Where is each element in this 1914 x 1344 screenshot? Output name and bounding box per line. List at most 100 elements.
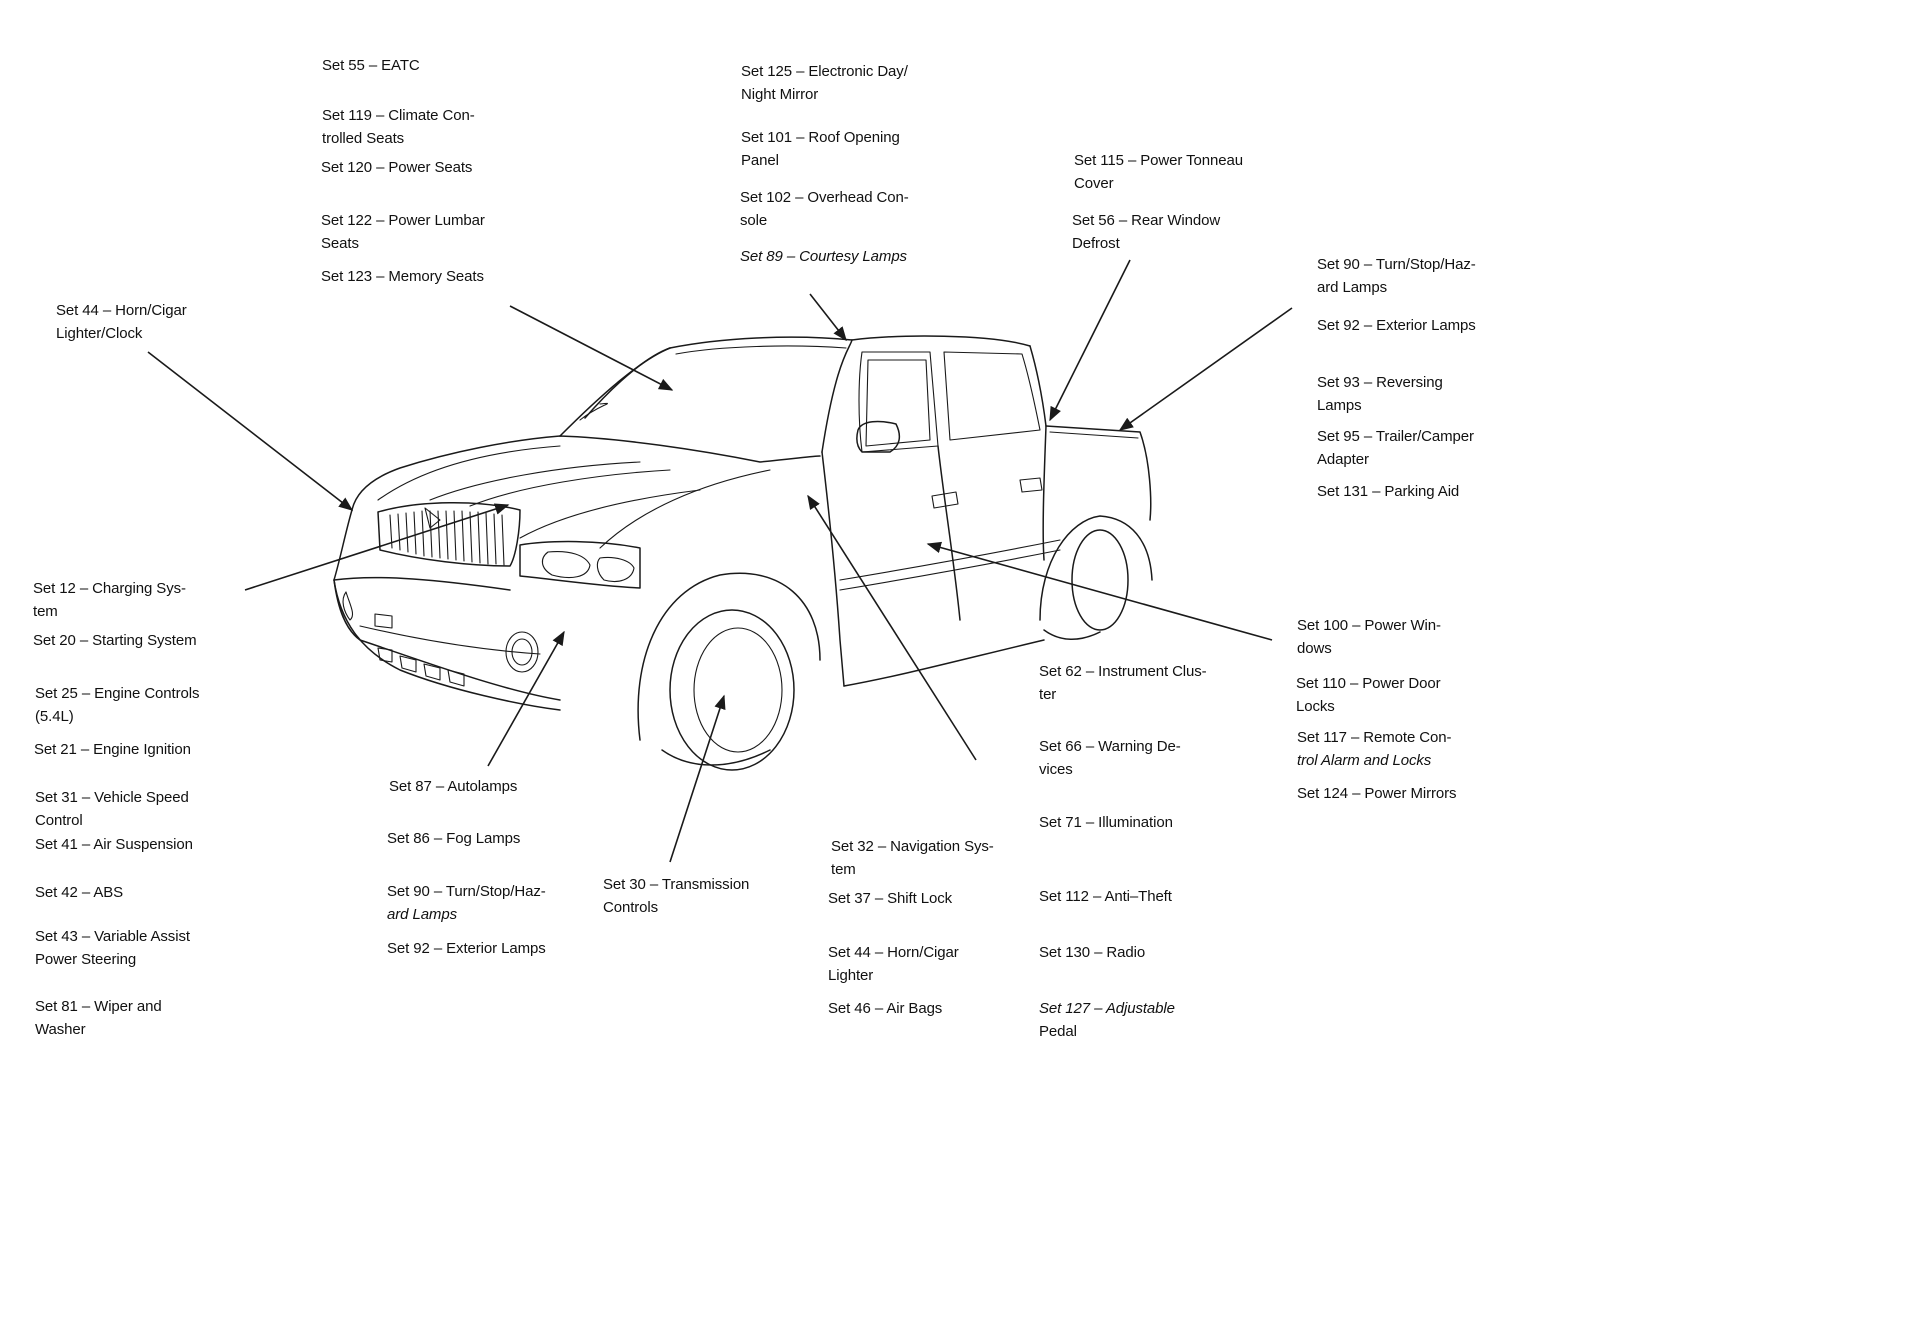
- label-set-62: Set 62 – Instrument Clus- ter: [1039, 660, 1207, 706]
- arrow-set-100: [926, 541, 1273, 641]
- arrow-set-56: [1049, 259, 1131, 422]
- label-line: Control: [35, 812, 83, 829]
- label-line: Set 37 – Shift Lock: [828, 890, 953, 907]
- label-line: Set 71 – Illumination: [1039, 814, 1173, 831]
- label-set-115: Set 115 – Power Tonneau Cover: [1074, 149, 1243, 195]
- label-line: Set 102 – Overhead Con-: [740, 189, 909, 206]
- label-set-44-mid: Set 44 – Horn/Cigar Lighter: [828, 941, 959, 987]
- label-line: ter: [1039, 686, 1057, 703]
- label-set-30: Set 30 – Transmission Controls: [603, 873, 749, 919]
- label-line: sole: [740, 212, 768, 229]
- label-set-120: Set 120 – Power Seats: [321, 156, 472, 179]
- label-line: dows: [1297, 640, 1332, 657]
- label-line: Set 101 – Roof Opening: [741, 129, 900, 146]
- label-line: Set 86 – Fog Lamps: [387, 830, 521, 847]
- label-set-31: Set 31 – Vehicle Speed Control: [35, 786, 189, 832]
- label-set-44-left: Set 44 – Horn/Cigar Lighter/Clock: [56, 299, 187, 345]
- label-set-123: Set 123 – Memory Seats: [321, 265, 484, 288]
- leader-arrows: [147, 259, 1293, 863]
- label-line: Set 95 – Trailer/Camper: [1317, 428, 1474, 445]
- label-set-92-mid: Set 92 – Exterior Lamps: [387, 937, 546, 960]
- label-set-102: Set 102 – Overhead Con- sole: [740, 186, 909, 232]
- label-line: tem: [831, 861, 856, 878]
- label-set-25: Set 25 – Engine Controls (5.4L): [35, 682, 199, 728]
- label-line: ard Lamps: [1317, 279, 1387, 296]
- label-set-119: Set 119 – Climate Con- trolled Seats: [322, 104, 475, 150]
- label-line: Panel: [741, 152, 779, 169]
- label-line: Set 119 – Climate Con-: [322, 107, 475, 124]
- label-line: Set 89 – Courtesy Lamps: [740, 248, 907, 265]
- label-line: Set 12 – Charging Sys-: [33, 580, 186, 597]
- label-set-89: Set 89 – Courtesy Lamps: [740, 245, 907, 268]
- label-line: Lighter/Clock: [56, 325, 143, 342]
- label-set-90-right: Set 90 – Turn/Stop/Haz- ard Lamps: [1317, 253, 1476, 299]
- label-line: Set 122 – Power Lumbar: [321, 212, 485, 229]
- label-set-66: Set 66 – Warning De- vices: [1039, 735, 1181, 781]
- label-line: Set 90 – Turn/Stop/Haz-: [1317, 256, 1476, 273]
- arrow-set-123: [509, 305, 674, 391]
- label-line: Set 46 – Air Bags: [828, 1000, 943, 1017]
- label-line: (5.4L): [35, 708, 74, 725]
- label-set-56: Set 56 – Rear Window Defrost: [1072, 209, 1220, 255]
- arrow-set-90-right: [1118, 307, 1293, 431]
- label-line: Set 125 – Electronic Day/: [741, 63, 908, 80]
- label-set-71: Set 71 – Illumination: [1039, 811, 1173, 834]
- label-set-92-right: Set 92 – Exterior Lamps: [1317, 314, 1476, 337]
- label-line: Set 55 – EATC: [322, 57, 420, 74]
- label-set-20: Set 20 – Starting System: [33, 629, 197, 652]
- label-set-41: Set 41 – Air Suspension: [35, 833, 193, 856]
- label-line: Locks: [1296, 698, 1335, 715]
- label-set-32: Set 32 – Navigation Sys- tem: [831, 835, 994, 881]
- label-line: Seats: [321, 235, 359, 252]
- label-line: Set 56 – Rear Window: [1072, 212, 1221, 229]
- label-line: Washer: [35, 1021, 86, 1038]
- label-line: Controls: [603, 899, 659, 916]
- label-set-12: Set 12 – Charging Sys- tem: [33, 577, 186, 623]
- label-line: trolled Seats: [322, 130, 405, 147]
- arrow-set-30: [669, 694, 726, 863]
- label-line: Set 130 – Radio: [1039, 944, 1146, 961]
- label-line: Cover: [1074, 175, 1114, 192]
- label-line: Set 44 – Horn/Cigar: [56, 302, 187, 319]
- arrow-set-87: [487, 630, 565, 767]
- label-line: ard Lamps: [387, 906, 457, 923]
- label-line: Set 100 – Power Win-: [1297, 617, 1441, 634]
- label-line: Set 87 – Autolamps: [389, 778, 518, 795]
- vehicle-component-location-diagram: Set 55 – EATC Set 119 – Climate Con- tro…: [33, 54, 1476, 1041]
- label-set-110: Set 110 – Power Door Locks: [1296, 672, 1441, 718]
- label-line: Set 81 – Wiper and: [35, 998, 162, 1015]
- label-line: Set 25 – Engine Controls: [35, 685, 200, 702]
- label-line: tem: [33, 603, 58, 620]
- label-line: Set 21 – Engine Ignition: [34, 741, 191, 758]
- label-line: Set 43 – Variable Assist: [35, 928, 190, 945]
- label-line: Set 120 – Power Seats: [321, 159, 473, 176]
- label-line: trol Alarm and Locks: [1297, 752, 1432, 769]
- label-set-112: Set 112 – Anti–Theft: [1039, 885, 1172, 908]
- pickup-truck-illustration: [147, 259, 1293, 863]
- label-set-81: Set 81 – Wiper and Washer: [35, 995, 162, 1041]
- label-set-131: Set 131 – Parking Aid: [1317, 480, 1459, 503]
- label-line: Set 110 – Power Door: [1296, 675, 1441, 692]
- label-set-101: Set 101 – Roof Opening Panel: [741, 126, 900, 172]
- label-set-55: Set 55 – EATC: [322, 54, 420, 77]
- truck-body: [333, 335, 1153, 771]
- label-set-125: Set 125 – Electronic Day/ Night Mirror: [741, 60, 908, 106]
- label-set-46: Set 46 – Air Bags: [828, 997, 942, 1020]
- label-line: Pedal: [1039, 1023, 1077, 1040]
- arrow-set-62: [807, 494, 977, 761]
- label-set-95: Set 95 – Trailer/Camper Adapter: [1317, 425, 1474, 471]
- arrow-set-44-left: [147, 351, 354, 511]
- label-line: Set 92 – Exterior Lamps: [387, 940, 546, 957]
- label-line: Lighter: [828, 967, 874, 984]
- label-set-117: Set 117 – Remote Con- trol Alarm and Loc…: [1297, 726, 1451, 772]
- label-line: Defrost: [1072, 235, 1120, 252]
- label-line: Set 127 – Adjustable: [1039, 1000, 1175, 1017]
- label-set-87: Set 87 – Autolamps: [389, 775, 517, 798]
- label-line: Set 66 – Warning De-: [1039, 738, 1181, 755]
- label-line: Set 62 – Instrument Clus-: [1039, 663, 1207, 680]
- label-line: Set 90 – Turn/Stop/Haz-: [387, 883, 546, 900]
- label-line: Set 31 – Vehicle Speed: [35, 789, 189, 806]
- label-line: Set 20 – Starting System: [33, 632, 197, 649]
- label-line: Set 41 – Air Suspension: [35, 836, 193, 853]
- label-line: Set 42 – ABS: [35, 884, 124, 901]
